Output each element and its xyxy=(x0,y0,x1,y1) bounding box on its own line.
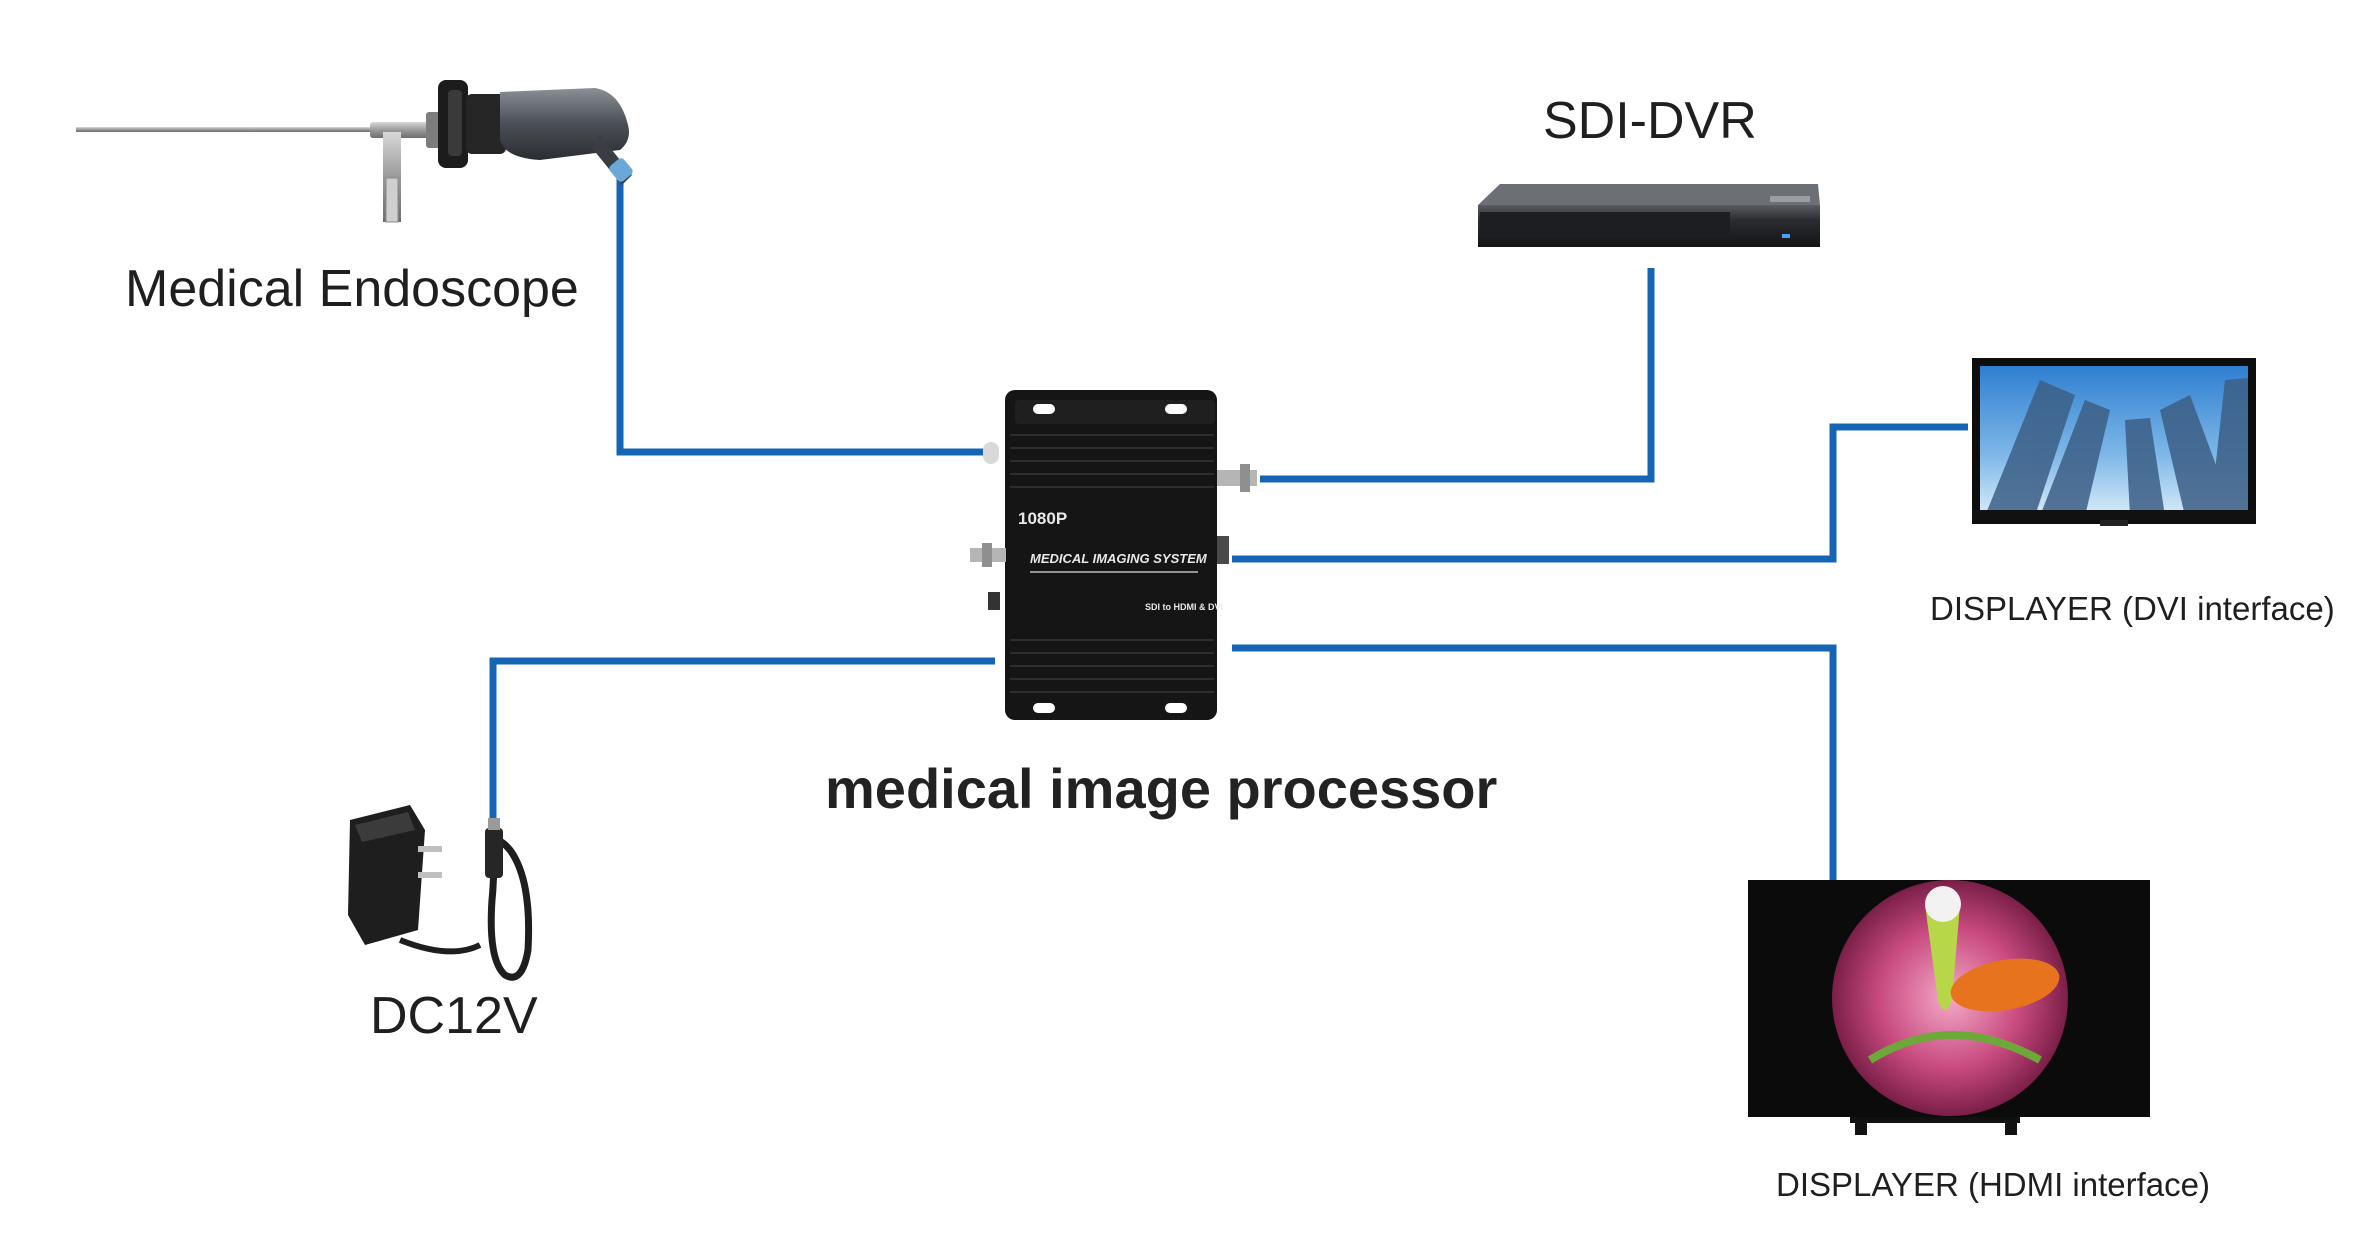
cables xyxy=(489,165,1968,880)
power-adapter-label: DC12V xyxy=(370,987,538,1045)
processor-label: medical image processor xyxy=(825,757,1498,820)
cable-processor-to-dvr xyxy=(1260,268,1655,483)
dvr-image xyxy=(1478,184,1820,247)
endoscope-label: Medical Endoscope xyxy=(125,260,579,318)
cable-processor-to-hdmi-monitor xyxy=(1232,644,1837,880)
processor-image: 1080P MEDICAL IMAGING SYSTEM SDI to HDMI… xyxy=(970,390,1257,720)
power-adapter-image xyxy=(348,805,533,981)
dvr-label: SDI-DVR xyxy=(1543,92,1757,150)
cable-endoscope-to-processor xyxy=(616,165,985,456)
processor-panel-text: MEDICAL IMAGING SYSTEM xyxy=(1030,551,1208,566)
cable-processor-to-dvi-monitor xyxy=(1232,423,1968,563)
cable-processor-to-power xyxy=(489,657,995,835)
processor-badge: 1080P xyxy=(1018,509,1067,528)
hdmi-monitor-label: DISPLAYER (HDMI interface) xyxy=(1776,1166,2210,1203)
dvi-monitor-label: DISPLAYER (DVI interface) xyxy=(1930,590,2335,627)
endoscope-image xyxy=(76,80,633,223)
dvi-monitor-image xyxy=(1972,358,2256,526)
hdmi-monitor-image xyxy=(1748,880,2150,1135)
processor-panel-subtext: SDI to HDMI & DVI xyxy=(1145,602,1223,612)
